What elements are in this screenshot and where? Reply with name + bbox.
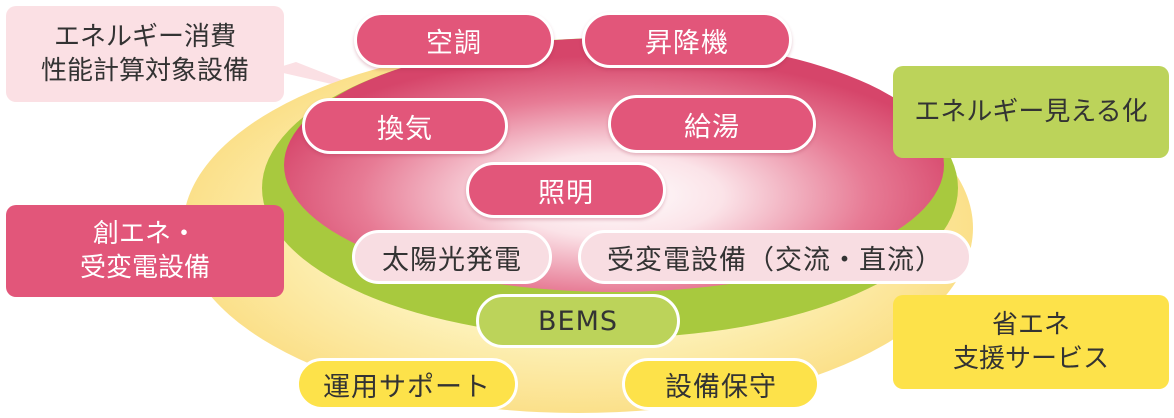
- callout-energy-calc-line2: 性能計算対象設備: [40, 56, 249, 86]
- pill-solar-power: 太陽光発電: [352, 230, 552, 284]
- pill-equipment-maintenance: 設備保守: [622, 358, 820, 410]
- callout-energy-creation: 創エネ・ 受変電設備: [6, 205, 284, 297]
- pill-ventilation: 換気: [302, 98, 508, 154]
- pill-aircon: 空調: [354, 12, 554, 68]
- pill-hot-water: 給湯: [608, 95, 816, 153]
- pill-lighting: 照明: [466, 162, 666, 218]
- callout-creation-line1: 創エネ・: [92, 219, 197, 249]
- callout-energy-calc-targets: エネルギー消費 性能計算対象設備: [6, 6, 284, 102]
- callout-visualization-label: エネルギー見える化: [914, 97, 1148, 127]
- callout-energy-calc-line1: エネルギー消費: [53, 22, 236, 52]
- callout-energy-saving-support: 省エネ 支援サービス: [893, 295, 1169, 389]
- callout-support-line2: 支援サービス: [952, 344, 1109, 374]
- pill-operation-support: 運用サポート: [296, 358, 518, 410]
- pill-bems: BEMS: [476, 294, 680, 348]
- pill-elevator: 昇降機: [582, 12, 792, 68]
- callout-support-line1: 省エネ: [991, 310, 1070, 340]
- pill-substation-equipment: 受変電設備（交流・直流）: [578, 230, 972, 284]
- callout-creation-line2: 受変電設備: [79, 253, 210, 283]
- callout-energy-visualization: エネルギー見える化: [893, 66, 1169, 158]
